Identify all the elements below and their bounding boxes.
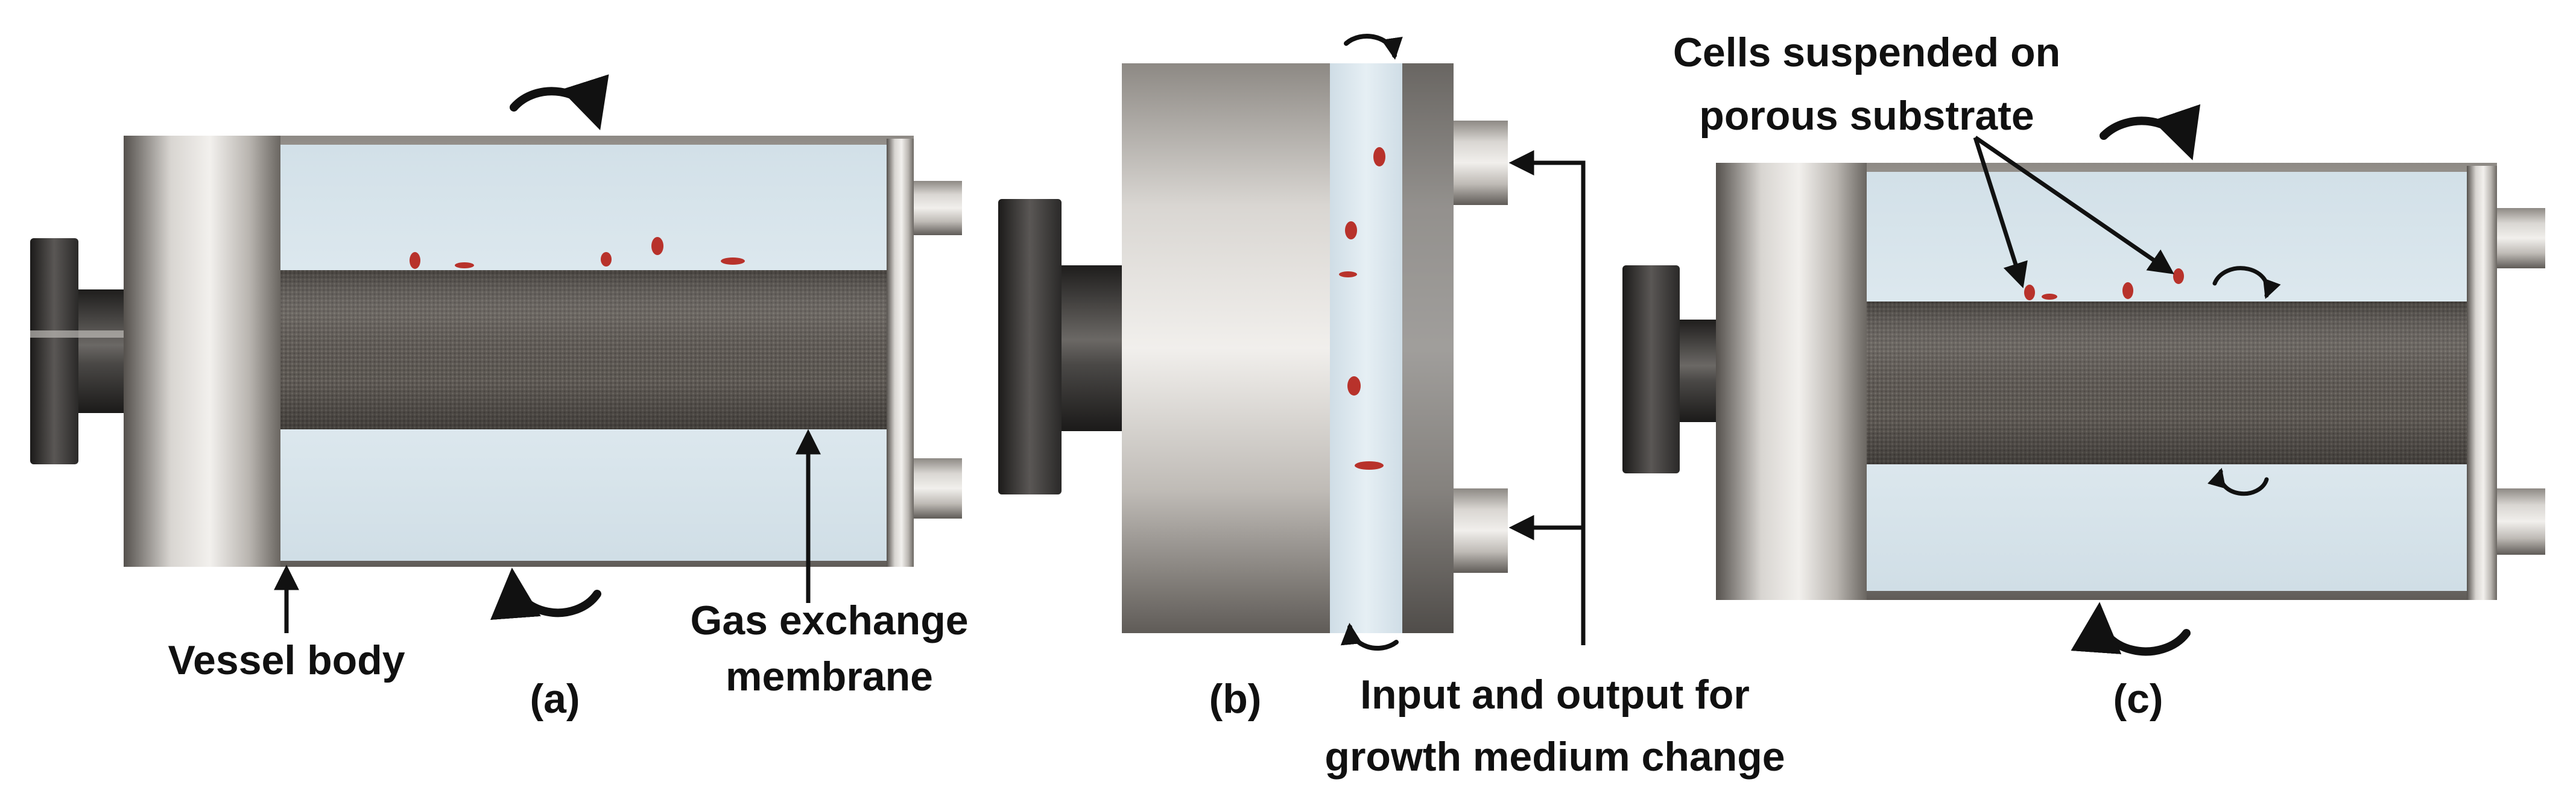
- knob-a-stem: [78, 289, 127, 413]
- port-c-top: [2497, 208, 2545, 268]
- label-panel-a: (a): [530, 676, 580, 722]
- cells-a: [410, 237, 745, 269]
- label-input-output-line2: growth medium change: [1324, 734, 1785, 780]
- knob-b-stem: [1062, 265, 1122, 431]
- knob-c: [1622, 265, 1680, 473]
- label-panel-b: (b): [1209, 676, 1262, 722]
- port-a-top: [914, 181, 962, 235]
- label-vessel-body: Vessel body: [168, 637, 405, 683]
- cells-b: [1339, 147, 1385, 470]
- knob-a: [30, 238, 78, 464]
- panel-a-bioreactor: [30, 136, 962, 567]
- label-cells-line2: porous substrate: [1699, 93, 2034, 139]
- cells-c: [2024, 268, 2184, 300]
- vessel-cap-b: [1402, 63, 1454, 633]
- panel-b-bioreactor: [998, 63, 1508, 633]
- port-b-bottom: [1454, 488, 1508, 573]
- rotation-arrow-icon: [490, 34, 2281, 656]
- label-cells-line1: Cells suspended on: [1673, 30, 2060, 75]
- medium-chamber-b: [1330, 63, 1402, 633]
- knob-c-stem: [1680, 320, 1719, 422]
- label-panel-c: (c): [2113, 676, 2163, 722]
- port-c-bottom: [2497, 488, 2545, 555]
- label-gas-exchange-line1: Gas exchange: [690, 598, 968, 643]
- port-a-bottom: [914, 458, 962, 519]
- label-gas-exchange-line2: membrane: [726, 654, 933, 699]
- pointer-arrow-icon: [274, 136, 2174, 645]
- port-b-top: [1454, 121, 1508, 205]
- knob-b: [998, 199, 1062, 494]
- panel-c-bioreactor: [1622, 163, 2545, 600]
- vessel-body-b: [1122, 63, 1330, 633]
- label-input-output-line1: Input and output for: [1360, 672, 1750, 718]
